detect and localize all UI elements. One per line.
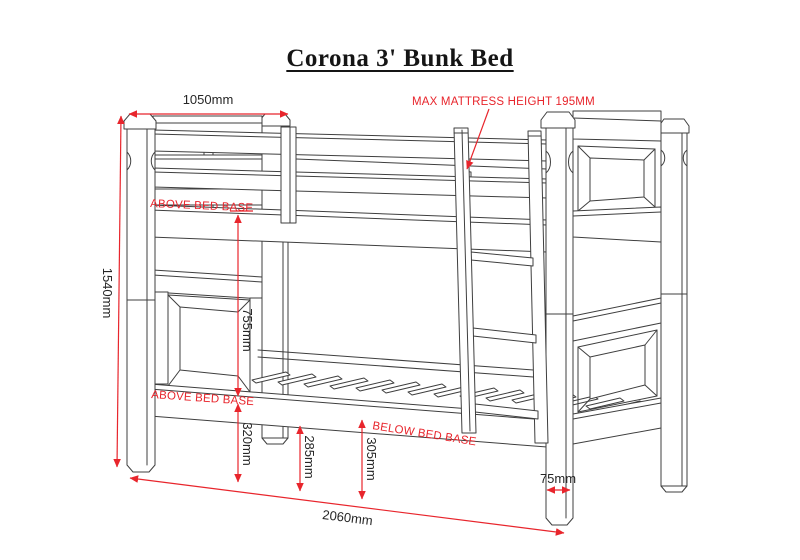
dim-75-label: 75mm (540, 471, 576, 486)
dim-overall-height-label: 1540mm (100, 268, 115, 319)
footboard (540, 110, 690, 526)
dim-headboard-width: 1050mm (128, 92, 289, 118)
dim-leg-width: 75mm (540, 471, 576, 494)
dim-285-label: 285mm (302, 435, 317, 478)
dim-overall-height: 1540mm (100, 115, 125, 468)
ladder (453, 127, 549, 444)
dim-320-label: 320mm (240, 422, 255, 465)
headboard-front-post (123, 113, 157, 473)
headboard-panels (152, 115, 263, 401)
bed-rails (149, 129, 645, 448)
ladder-rung (470, 251, 534, 267)
dim-755-label: 755mm (240, 308, 255, 351)
dim-2060-label: 2060mm (322, 507, 374, 528)
dim-lower-base-height: 320mm (234, 403, 255, 483)
callout-max-mattress-height: MAX MATTRESS HEIGHT 195MM (412, 96, 595, 170)
dim-overall-length: 2060mm (129, 475, 565, 536)
leader-line (466, 108, 490, 170)
guard-rail-stile (280, 126, 297, 224)
max-mattress-height-label: MAX MATTRESS HEIGHT 195MM (412, 96, 595, 108)
dim-under-bed-clearance: 285mm (296, 425, 317, 492)
drawing-title: Corona 3' Bunk Bed (286, 45, 514, 72)
svg-text:ABOVE BED BASE: ABOVE BED BASE (150, 198, 254, 214)
dim-upper-base-height: 755mm (234, 214, 255, 397)
lower-bunk-back-rail (257, 349, 548, 379)
ladder-left-stile (453, 127, 477, 434)
dim-305-label: 305mm (364, 437, 379, 480)
dim-headboard-width-label: 1050mm (183, 92, 234, 107)
ladder-rung (472, 327, 537, 344)
label-above-bed-base-upper: ABOVE BED BASE (150, 198, 254, 214)
